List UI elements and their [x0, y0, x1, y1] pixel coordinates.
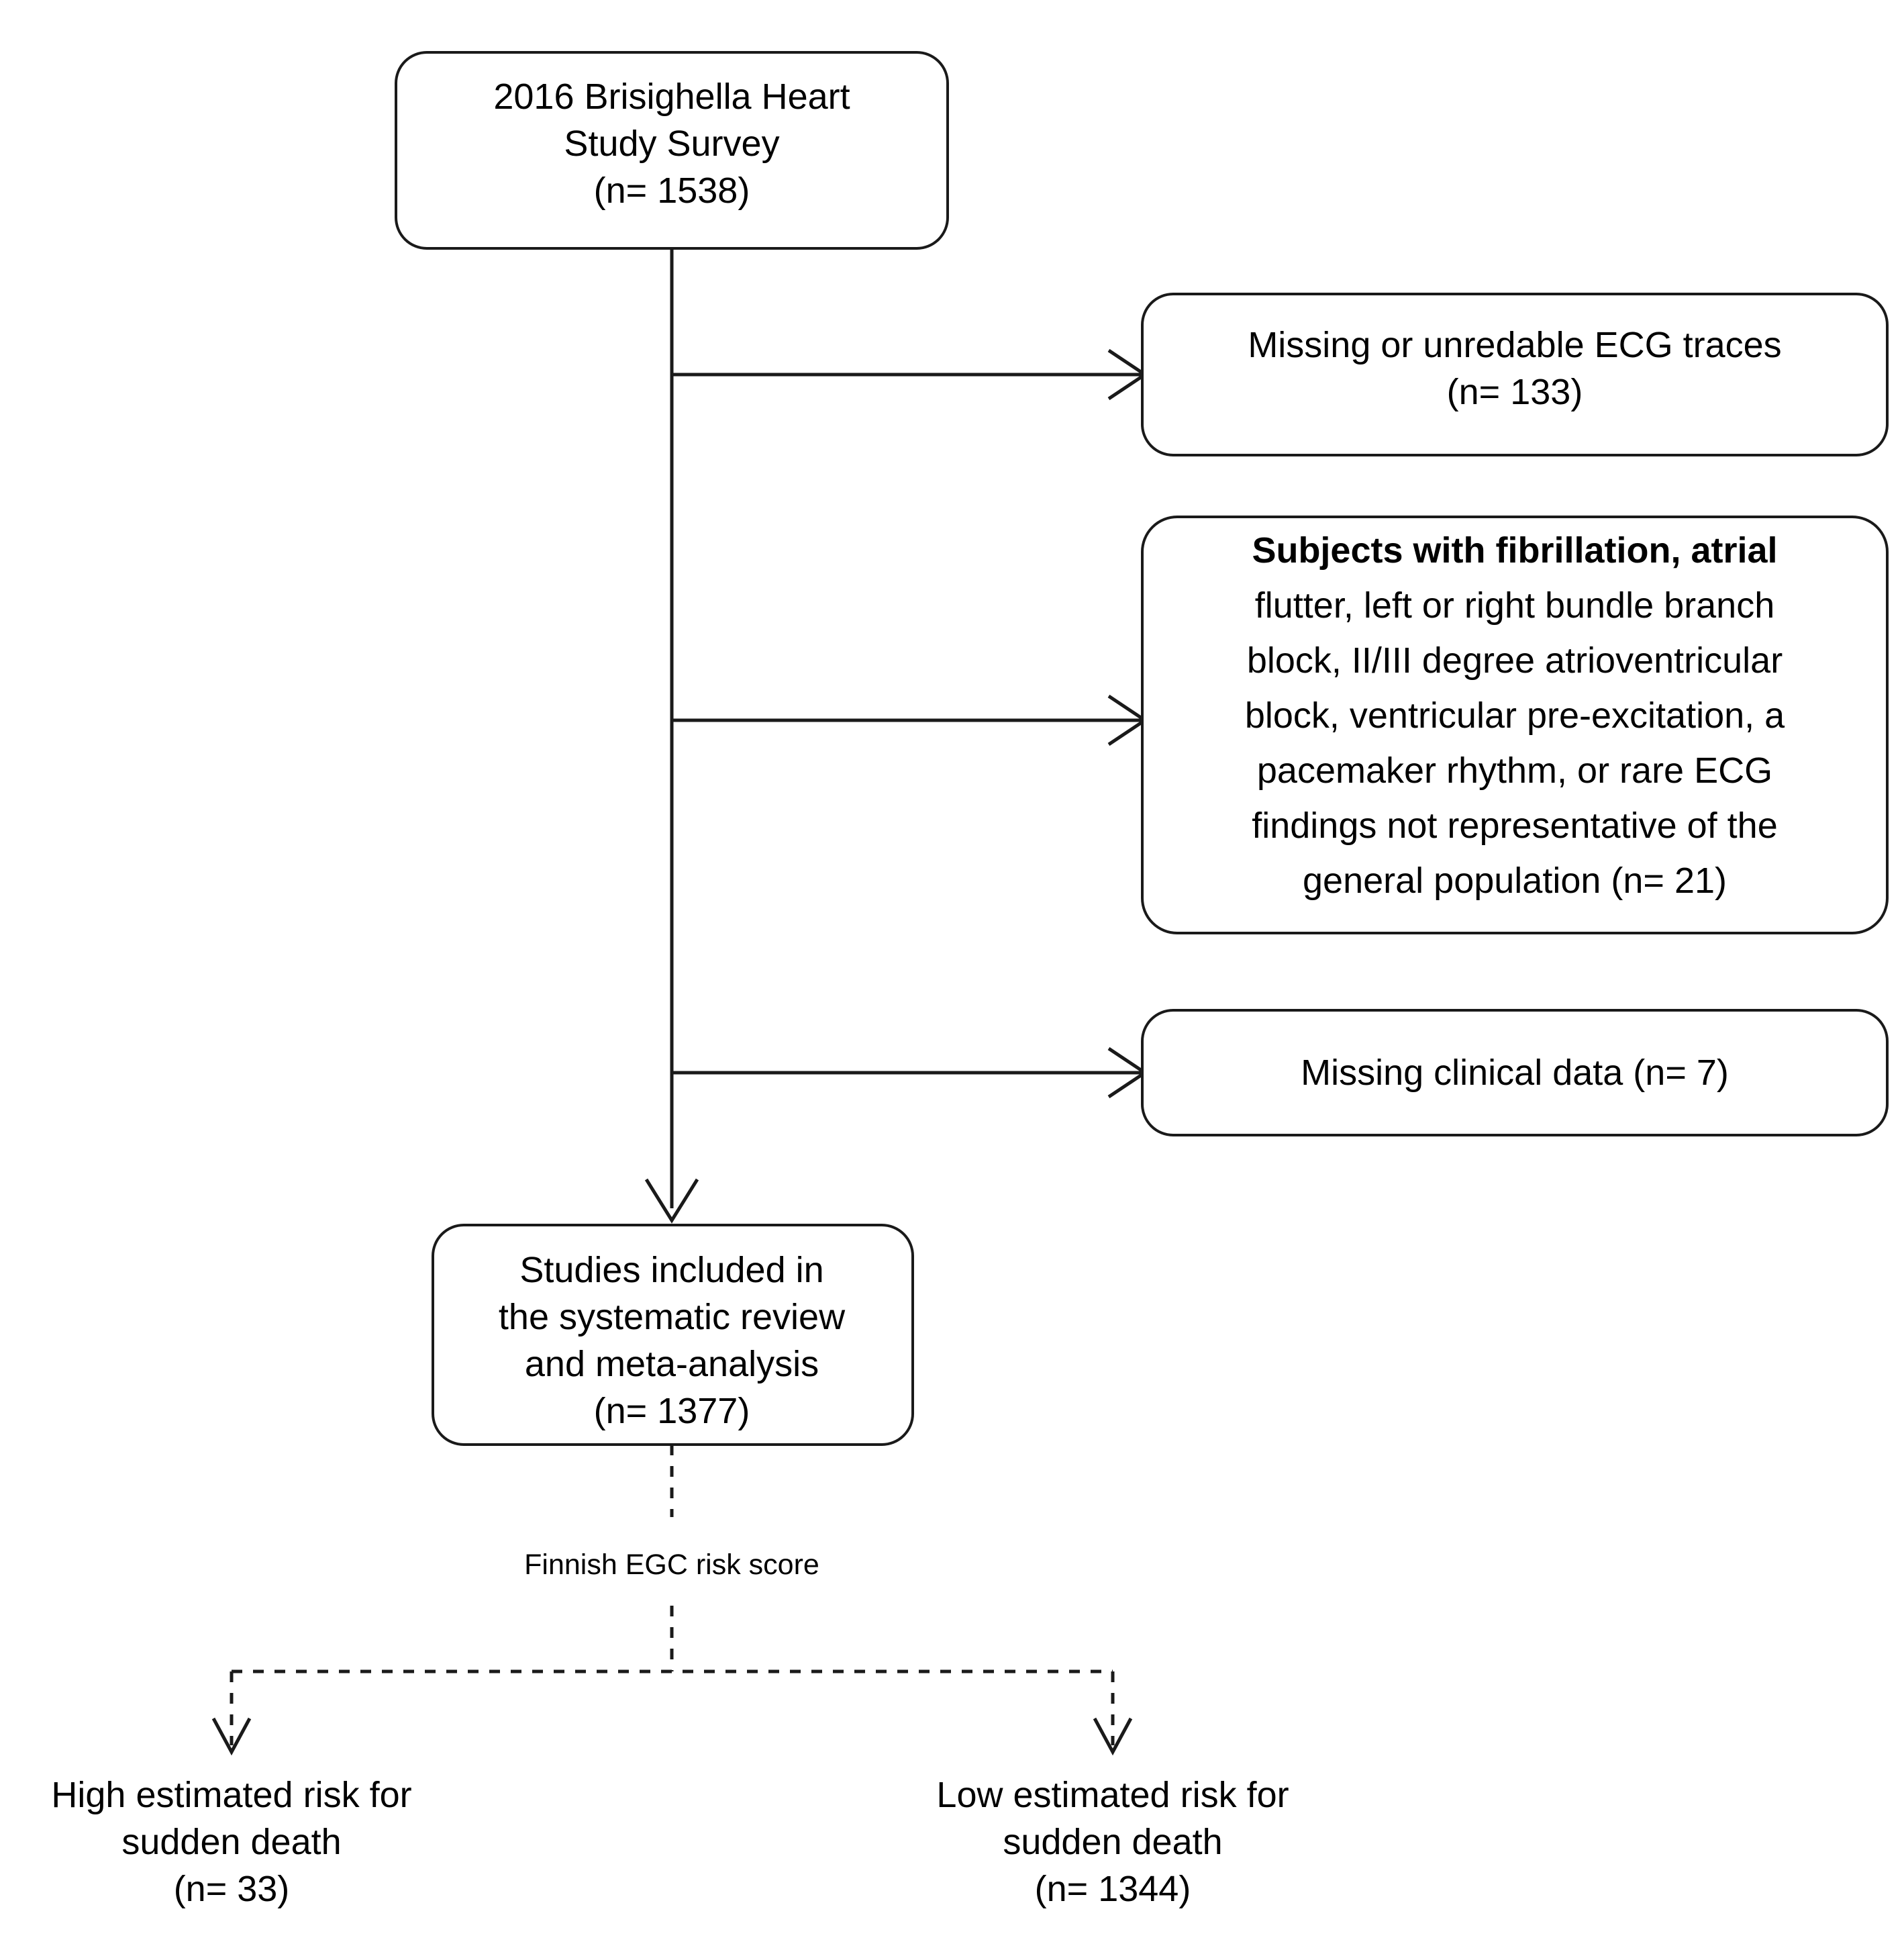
svg-text:Low estimated risk for: Low estimated risk for — [936, 1775, 1289, 1815]
svg-text:(n= 33): (n= 33) — [174, 1869, 290, 1909]
split-criterion-label: Finnish EGC risk score — [524, 1549, 819, 1581]
svg-text:findings not representative of: findings not representative of the — [1252, 806, 1778, 846]
svg-text:sudden death: sudden death — [121, 1822, 341, 1862]
svg-text:general population (n= 21): general population (n= 21) — [1303, 861, 1727, 901]
svg-text:sudden death: sudden death — [1003, 1822, 1222, 1862]
exclusion-box-missing-clinical-data[interactable] — [1141, 1009, 1889, 1136]
exclusion-missing-clinical-text: Missing clinical data (n= 7) — [1301, 1053, 1729, 1093]
arrowhead-high-risk — [211, 1717, 252, 1756]
svg-text:and meta-analysis: and meta-analysis — [525, 1344, 819, 1384]
svg-text:(n= 133): (n= 133) — [1447, 372, 1583, 412]
svg-text:High estimated risk for: High estimated risk for — [51, 1775, 411, 1815]
svg-text:(n= 1344): (n= 1344) — [1035, 1869, 1191, 1909]
outcome-low-risk-text: Low estimated risk for sudden death (n= … — [936, 1775, 1289, 1909]
svg-text:(n= 1538): (n= 1538) — [594, 171, 750, 211]
svg-text:Study Survey: Study Survey — [564, 124, 779, 164]
svg-text:block, ventricular pre-excitat: block, ventricular pre-excitation, a — [1245, 695, 1785, 736]
arrowhead-low-risk — [1093, 1717, 1133, 1756]
svg-text:Missing clinical data (n= 7): Missing clinical data (n= 7) — [1301, 1053, 1729, 1093]
included-studies-box[interactable] — [432, 1224, 914, 1446]
source-population-box[interactable] — [395, 51, 949, 250]
svg-text:(n= 1377): (n= 1377) — [594, 1391, 750, 1431]
svg-text:pacemaker rhythm, or rare ECG: pacemaker rhythm, or rare ECG — [1257, 750, 1772, 791]
outcome-high-risk-text: High estimated risk for sudden death (n=… — [51, 1775, 411, 1909]
exclusion-arrhythmias-text: Subjects with fibrillation, atrial flutt… — [1245, 530, 1785, 901]
exclusion-box-arrhythmias[interactable] — [1141, 516, 1889, 934]
arrowhead-included-studies — [644, 1178, 699, 1224]
svg-text:Subjects with fibrillation, at: Subjects with fibrillation, atrial — [1252, 530, 1777, 571]
svg-text:2016 Brisighella Heart: 2016 Brisighella Heart — [493, 77, 850, 117]
svg-text:Missing or unredable ECG trace: Missing or unredable ECG traces — [1248, 325, 1781, 365]
svg-text:Studies included in: Studies included in — [519, 1250, 823, 1290]
svg-text:the systematic review: the systematic review — [499, 1297, 846, 1337]
exclusion-box-ecg-traces[interactable] — [1141, 293, 1889, 456]
svg-text:flutter, left or right bundle: flutter, left or right bundle branch — [1255, 585, 1774, 626]
svg-text:block, II/III degree atriovent: block, II/III degree atrioventricular — [1247, 640, 1783, 681]
exclusion-ecg-traces-text: Missing or unredable ECG traces (n= 133) — [1248, 325, 1781, 412]
source-population-text: 2016 Brisighella Heart Study Survey (n= … — [493, 77, 850, 211]
included-studies-text: Studies included in the systematic revie… — [499, 1250, 846, 1431]
